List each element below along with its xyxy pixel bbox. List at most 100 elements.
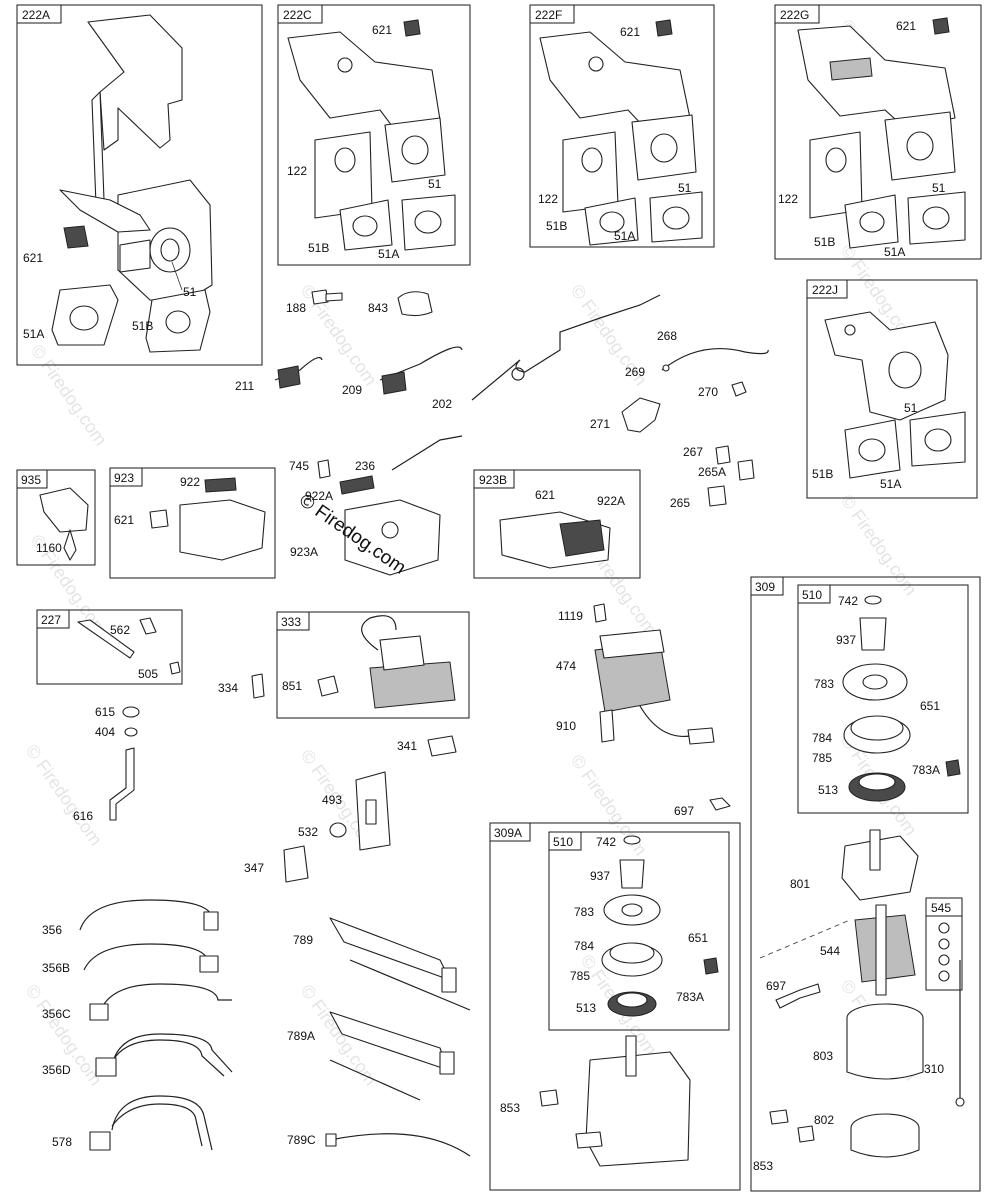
part-label-785: 785	[812, 751, 832, 765]
group-222G[interactable]: 222G 621 122 51 51B 51A	[774, 4, 982, 260]
group-227[interactable]: 227 562 505	[36, 609, 183, 685]
group-333[interactable]: 334 333 851	[218, 611, 470, 719]
group-tag-309: 309	[755, 580, 775, 594]
group-222A[interactable]: 222A 621 51 51A 51B	[16, 4, 263, 366]
wire-harnesses-center[interactable]: 789 789A 789C	[287, 917, 471, 1157]
part-label-937: 937	[836, 633, 856, 647]
part-label-616: 616	[73, 809, 93, 823]
part-label-356B: 356B	[42, 961, 70, 975]
group-tag-545: 545	[931, 901, 951, 915]
part-label-51B: 51B	[546, 219, 567, 233]
group-309[interactable]: 309 510 742 937 783 651 784 785 783A 513…	[750, 576, 981, 1192]
part-label-621: 621	[620, 25, 640, 39]
group-935[interactable]: 935 1160	[16, 469, 96, 566]
part-label-801: 801	[790, 877, 810, 891]
group-tag-309A: 309A	[494, 826, 522, 840]
part-label-513: 513	[576, 1001, 596, 1015]
part-label-922: 922	[180, 475, 200, 489]
part-label-51B: 51B	[812, 467, 833, 481]
part-label-51B: 51B	[132, 319, 153, 333]
group-222J[interactable]: 222J 51 51B 51A	[806, 279, 978, 499]
wire-harnesses[interactable]: 356 356B 356C 356D 578	[42, 899, 233, 1151]
group-tag-510: 510	[802, 588, 822, 602]
watermark: © Firedog.com	[22, 741, 106, 849]
part-label-802: 802	[814, 1113, 834, 1127]
part-label-851: 851	[282, 679, 302, 693]
part-label-923A: 923A	[290, 545, 318, 559]
group-tag-222C: 222C	[283, 8, 312, 22]
group-tag-510: 510	[553, 835, 573, 849]
part-label-268: 268	[657, 329, 677, 343]
part-label-265: 265	[670, 496, 690, 510]
part-label-269: 269	[625, 365, 645, 379]
part-label-270: 270	[698, 385, 718, 399]
throttle-shaft-parts[interactable]: 615 404 616	[73, 705, 140, 823]
watermark-layer: © Firedog.com © Firedog.com © Firedog.co…	[22, 16, 921, 1089]
part-label-783: 783	[814, 677, 834, 691]
part-label-785: 785	[570, 969, 590, 983]
governor-assembly[interactable]: 745 236 922A 923A © Firedog.com	[289, 435, 463, 579]
part-label-615: 615	[95, 705, 115, 719]
part-label-51: 51	[678, 181, 692, 195]
part-label-621: 621	[23, 251, 43, 265]
part-label-236: 236	[355, 459, 375, 473]
group-tag-923: 923	[114, 471, 134, 485]
group-923[interactable]: 923 922 621	[109, 467, 276, 579]
group-309A[interactable]: 309A 510 742 937 783 651 784 785 783A 51…	[489, 822, 741, 1191]
part-label-910: 910	[556, 719, 576, 733]
part-label-578: 578	[52, 1135, 72, 1149]
part-label-51A: 51A	[884, 245, 905, 259]
part-label-742: 742	[838, 594, 858, 608]
group-tag-923B: 923B	[479, 473, 507, 487]
part-label-51A: 51A	[880, 477, 901, 491]
part-label-51B: 51B	[814, 235, 835, 249]
group-tag-333: 333	[281, 615, 301, 629]
group-222F[interactable]: 222F 621 122 51 51B 51A	[529, 4, 715, 248]
part-label-853: 853	[500, 1101, 520, 1115]
loose-parts-clips[interactable]: 267 265A 265	[670, 445, 755, 510]
part-label-404: 404	[95, 725, 115, 739]
part-label-51: 51	[183, 285, 197, 299]
group-923B[interactable]: 923B 621 922A	[473, 469, 641, 579]
part-label-697: 697	[766, 979, 786, 993]
part-label-789A: 789A	[287, 1029, 315, 1043]
watermark: © Firedog.com	[837, 491, 921, 599]
part-label-356C: 356C	[42, 1007, 71, 1021]
part-label-51A: 51A	[378, 247, 399, 261]
part-label-789C: 789C	[287, 1133, 316, 1147]
group-222C[interactable]: 222C 621 122 51 51B 51A	[277, 4, 471, 266]
ignition-module[interactable]: 1119 474 910	[556, 603, 715, 745]
part-label-783A: 783A	[912, 763, 940, 777]
part-label-51A: 51A	[614, 229, 635, 243]
part-label-202: 202	[432, 397, 452, 411]
loose-parts-upper[interactable]: 188 843 211 209 202 268 269 270 271	[235, 289, 769, 433]
group-tag-222A: 222A	[22, 8, 50, 22]
part-label-51: 51	[904, 401, 918, 415]
part-label-51: 51	[428, 177, 442, 191]
part-label-334: 334	[218, 681, 238, 695]
part-label-51B: 51B	[308, 241, 329, 255]
part-label-505: 505	[138, 667, 158, 681]
group-tag-222F: 222F	[535, 8, 562, 22]
part-label-922A: 922A	[597, 494, 625, 508]
part-label-922A: 922A	[305, 489, 333, 503]
part-label-742: 742	[596, 835, 616, 849]
part-label-267: 267	[683, 445, 703, 459]
part-label-341: 341	[397, 739, 417, 753]
part-label-356: 356	[42, 923, 62, 937]
part-label-803: 803	[813, 1049, 833, 1063]
part-label-621: 621	[896, 19, 916, 33]
group-tag-222J: 222J	[812, 283, 838, 297]
part-label-493: 493	[322, 793, 342, 807]
part-label-51A: 51A	[23, 327, 44, 341]
loose-parts-middle[interactable]: 341 493 532 347 697	[244, 735, 731, 883]
part-label-544: 544	[820, 944, 840, 958]
part-label-783A: 783A	[676, 990, 704, 1004]
group-tag-227: 227	[41, 613, 61, 627]
part-label-784: 784	[574, 939, 594, 953]
part-label-271: 271	[590, 417, 610, 431]
part-label-853: 853	[753, 1159, 773, 1173]
part-label-122: 122	[287, 164, 307, 178]
